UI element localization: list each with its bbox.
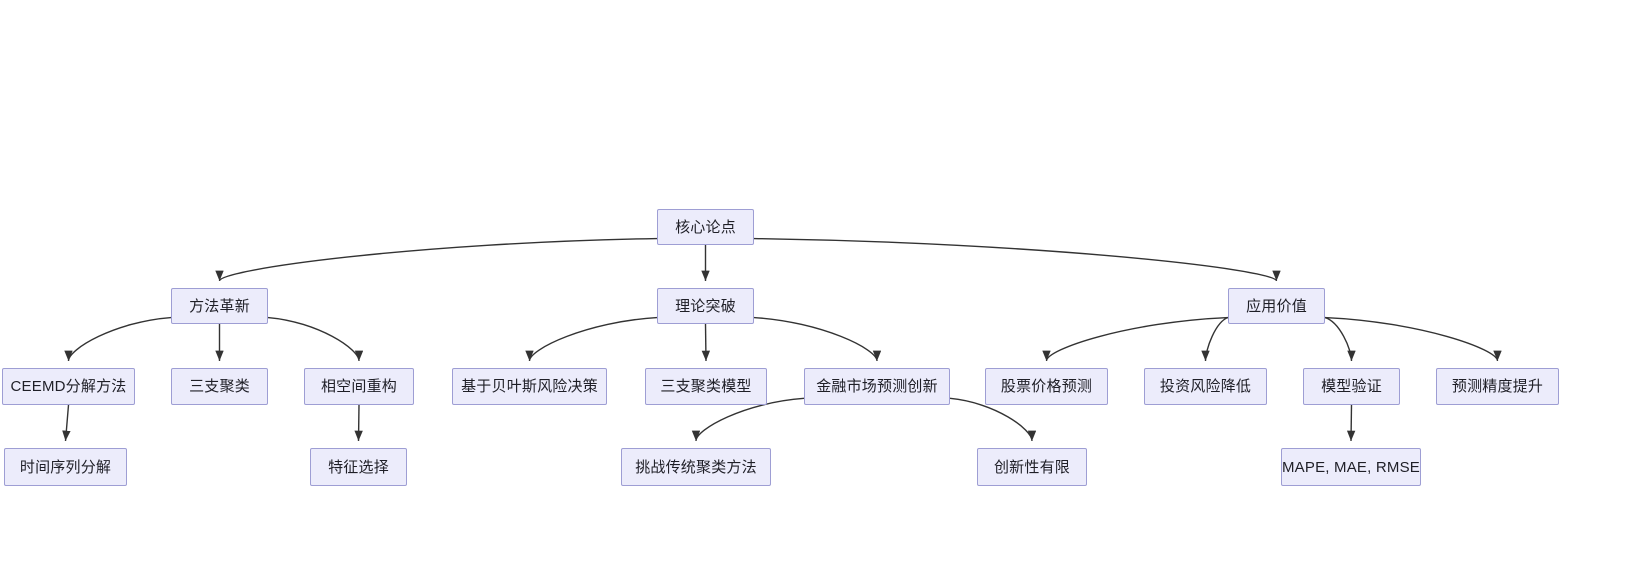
node-label: 创新性有限 [993, 458, 1070, 476]
node-label: CEEMD分解方法 [10, 378, 127, 395]
node-label: 模型验证 [1321, 378, 1382, 395]
mindmap-node-l3b3b[interactable]: 创新性有限 [977, 448, 1087, 486]
mindmap-node-l2b1[interactable]: 基于贝叶斯风险决策 [452, 368, 607, 405]
edge-l1c-to-l2c2 [1201, 316, 1229, 362]
edge-l2a3-to-l3a3 [354, 404, 363, 442]
mindmap-node-l2c3[interactable]: 模型验证 [1303, 368, 1400, 405]
edge-l2c3-to-l3c3 [1346, 404, 1356, 442]
edge-l1b-to-l2b2 [701, 323, 711, 362]
node-label: 方法革新 [189, 297, 250, 315]
node-label: 相空间重构 [320, 378, 397, 395]
edge-l1c-to-l2c3 [1324, 316, 1356, 362]
edge-l1a-to-l2a3 [267, 316, 364, 362]
node-label: 特征选择 [328, 458, 389, 476]
mindmap-node-l2c2[interactable]: 投资风险降低 [1144, 368, 1267, 405]
mindmap-node-root[interactable]: 核心论点 [657, 209, 754, 245]
mindmap-node-l3a1[interactable]: 时间序列分解 [4, 448, 127, 486]
node-label: 时间序列分解 [19, 458, 112, 476]
mindmap-node-l2b2[interactable]: 三支聚类模型 [645, 368, 767, 405]
node-label: 三支聚类 [189, 378, 250, 395]
mindmap-node-l2a3[interactable]: 相空间重构 [304, 368, 414, 405]
node-label: 股票价格预测 [1000, 378, 1093, 395]
edge-l1c-to-l2c1 [1042, 316, 1229, 362]
edge-root-to-l1a [215, 237, 658, 282]
node-label: 三支聚类模型 [660, 378, 752, 395]
node-label: MAPE, MAE, RMSE [1281, 458, 1421, 476]
mindmap-node-l2a2[interactable]: 三支聚类 [171, 368, 268, 405]
node-label: 金融市场预测创新 [816, 378, 938, 395]
edge-l1b-to-l2b3 [753, 316, 882, 362]
edge-root-to-l1c [753, 237, 1281, 282]
node-label: 基于贝叶斯风险决策 [461, 378, 598, 395]
edge-l1a-to-l2a1 [64, 316, 172, 362]
edge-l2a1-to-l3a1 [62, 404, 71, 442]
node-label: 理论突破 [675, 297, 736, 315]
node-label: 挑战传统聚类方法 [635, 458, 757, 476]
mindmap-node-l3b3a[interactable]: 挑战传统聚类方法 [621, 448, 771, 486]
edge-l1b-to-l2b1 [525, 316, 658, 362]
mindmap-node-l1c[interactable]: 应用价值 [1228, 288, 1325, 324]
mindmap-node-l2c4[interactable]: 预测精度提升 [1436, 368, 1559, 405]
edge-l2b3-to-l3b3a [691, 397, 805, 442]
mindmap-node-l3a3[interactable]: 特征选择 [310, 448, 407, 486]
mindmap-node-l1a[interactable]: 方法革新 [171, 288, 268, 324]
node-label: 核心论点 [675, 218, 736, 236]
mindmap-node-l2c1[interactable]: 股票价格预测 [985, 368, 1108, 405]
edges-group [62, 237, 1502, 442]
node-label: 预测精度提升 [1451, 378, 1544, 395]
node-label: 投资风险降低 [1159, 378, 1252, 395]
node-label: 应用价值 [1246, 297, 1307, 315]
edge-l1c-to-l2c4 [1324, 316, 1502, 362]
mindmap-node-l3c3[interactable]: MAPE, MAE, RMSE [1281, 448, 1421, 486]
mindmap-node-l2a1[interactable]: CEEMD分解方法 [2, 368, 135, 405]
edge-l2b3-to-l3b3b [949, 397, 1037, 442]
mindmap-node-l1b[interactable]: 理论突破 [657, 288, 754, 324]
mindmap-node-l2b3[interactable]: 金融市场预测创新 [804, 368, 950, 405]
